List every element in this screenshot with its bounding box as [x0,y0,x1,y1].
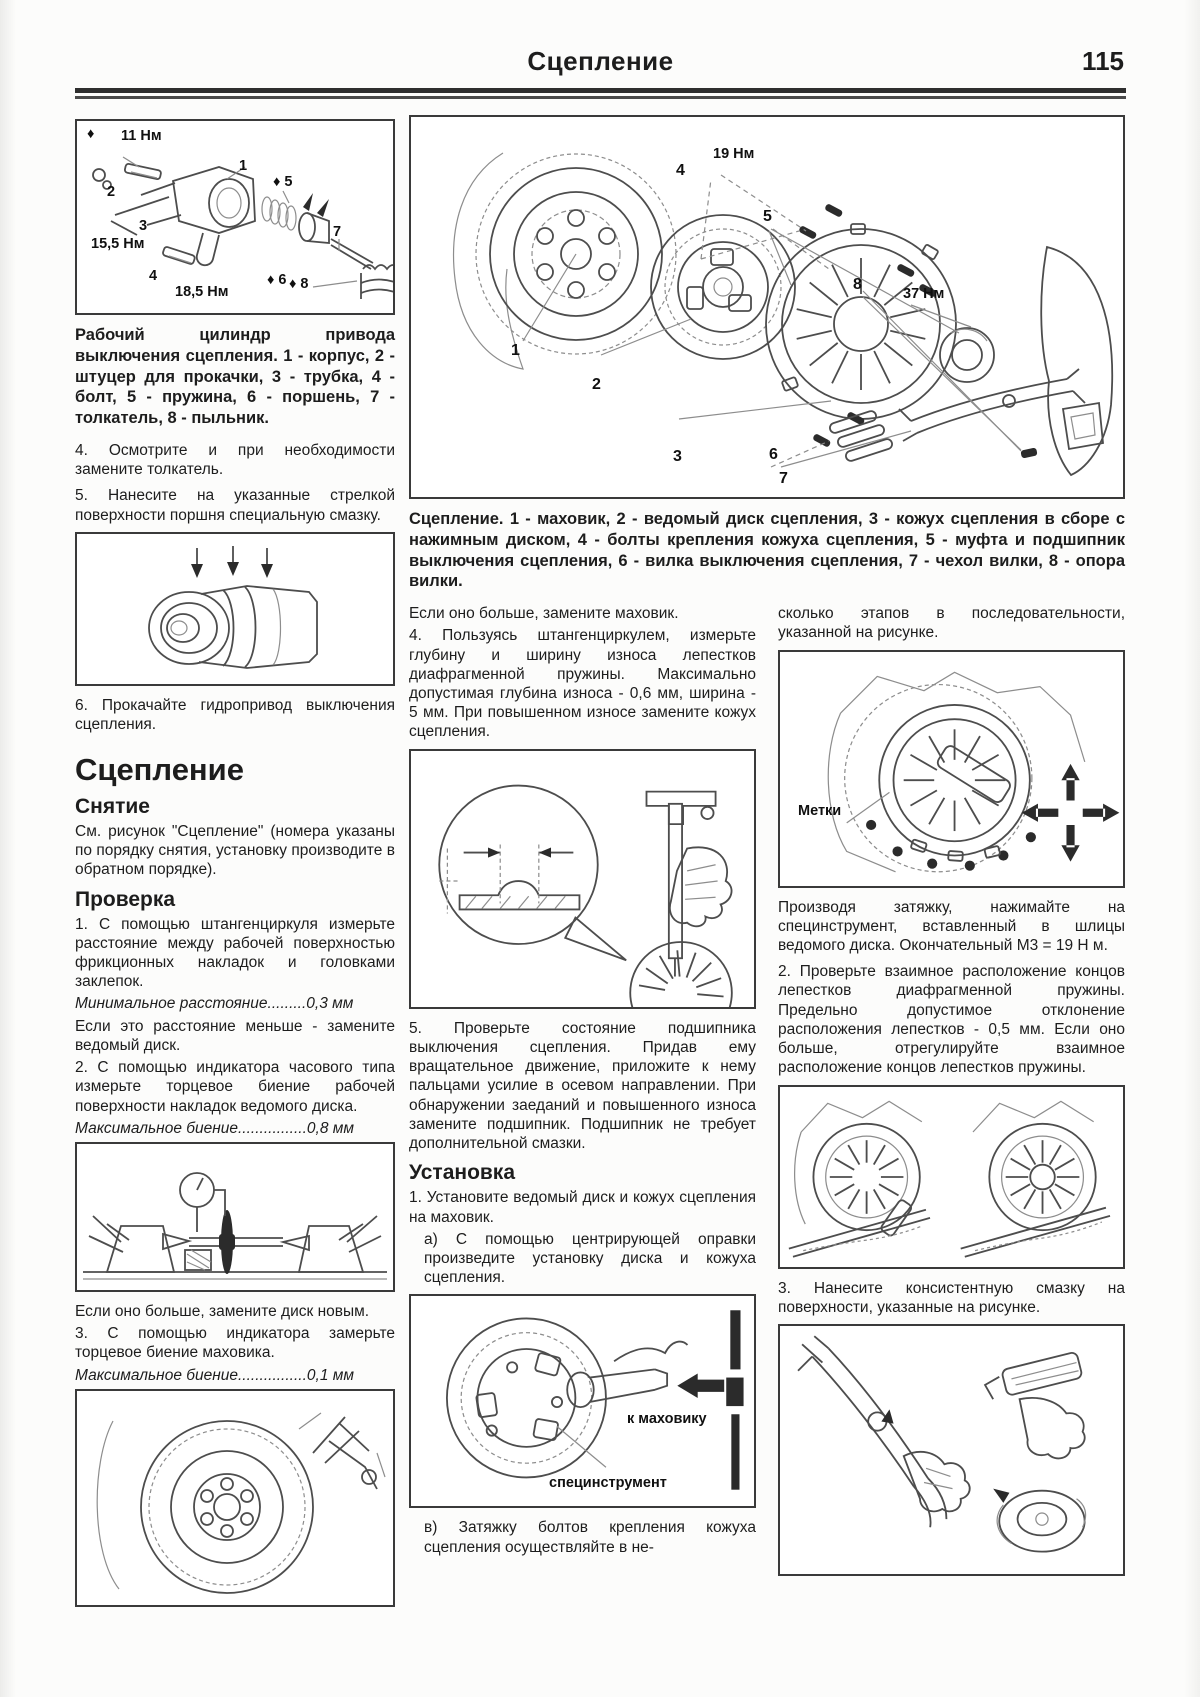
paragraph-check-3: 3. С помощью индикатора замерьте торцево… [75,1325,395,1362]
clutch-exploded-drawing [452,152,1114,477]
figure-centering-tool: к маховику специнструмент [409,1294,756,1509]
subsection-install: Установка [409,1161,515,1185]
exploded-label-6: 6 [769,446,778,463]
figure-label-11nm: 11 Нм [121,128,162,144]
exploded-label-2: 2 [592,376,601,393]
figure-clutch-exploded: 1 2 3 4 19 Нм 5 6 7 8 37 Нм [409,115,1125,499]
paragraph-tighten: Производя затяжку, нажимайте на специнст… [778,898,1125,954]
figure-caliper-spring-wear [409,748,756,1009]
tighten-marks-drawing [827,671,1120,872]
paragraph-step-5: 5. Нанесите на указанные стрелкой поверх… [75,487,395,524]
centering-tool-drawing [445,1310,744,1491]
figure-tighten-marks: Метки [778,649,1125,888]
figure-label-185nm: 18,5 Нм [175,284,229,300]
figure-label-6: ♦ 6 [267,272,287,288]
label-special-tool: специнструмент [549,1475,667,1492]
subsection-removal: Снятие [75,794,150,818]
adjust-fingers-drawing [788,1100,1111,1258]
right-area: 1 2 3 4 19 Нм 5 6 7 8 37 Нм Сцепление. 1… [409,115,1125,1617]
label-to-flywheel: к маховику [627,1411,707,1428]
figure-label-3: 3 [139,218,148,234]
runout-stand-drawing [83,1172,387,1280]
paragraph-step-4: 4. Осмотрите и при необходимости заменит… [75,441,395,479]
caption-working-cylinder: Рабочий цилиндр привода выключения сцепл… [75,326,395,428]
figure-label-4: 4 [149,268,158,284]
figure-label-1: 1 [239,158,248,174]
paragraph-install-1a: а) С помощью центрирующей оправки произв… [424,1230,756,1287]
paragraph-check-lepestki: 2. Проверьте взаимное расположение концо… [778,963,1125,1077]
subsection-check: Проверка [75,887,176,911]
paragraph-step-6: 6. Прокачайте гидропривод выключения сце… [75,696,395,733]
grease-points-drawing [797,1335,1087,1553]
exploded-label-37nm: 37 Нм [903,286,945,302]
header-rule [75,88,1126,99]
figure-label-7: 7 [333,224,342,240]
figure-working-cylinder: ♦ 11 Нм 1 2 3 15,5 Нм 4 18,5 Нм ♦ 5 ♦ 6 … [75,119,395,315]
paragraph-check-1b: Если это расстояние меньше - замените ве… [75,1017,395,1054]
paragraph-flywheel-replace: Если оно больше, замените маховик. [409,605,679,623]
figure-flywheel-runout [75,1388,395,1607]
paragraph-removal: См. рисунок "Сцепление" (номера указаны … [75,822,395,879]
paragraph-check-2: 2. С помощью индикатора часового типа из… [75,1059,395,1115]
caption-clutch-exploded: Сцепление. 1 - маховик, 2 - ведомый диск… [409,510,1125,591]
right-column: сколько этапов в последовательности, ука… [778,604,1125,1586]
paragraph-check-1: 1. С помощью штангенциркуля измерьте рас… [75,915,395,991]
paragraph-check-5: 5. Проверьте состояние подшипника выключ… [409,1019,756,1152]
paragraph-install-1v: в) Затяжку болтов крепления кожуха сцепл… [424,1519,756,1556]
section-title-clutch: Сцепление [75,752,244,788]
page-content: Сцепление 115 [75,46,1126,1617]
spec-runout-flywheel: Максимальное биение................0,1 м… [75,1366,354,1384]
figure-label-8: ♦ 8 [289,276,309,292]
left-column: ♦ 11 Нм 1 2 3 15,5 Нм 4 18,5 Нм ♦ 5 ♦ 6 … [75,115,395,1617]
lower-columns: Если оно больше, замените маховик. 4. По… [409,604,1125,1586]
figure-grease-points [778,1323,1125,1576]
paragraph-continuation: сколько этапов в последовательности, ука… [778,605,1125,642]
exploded-label-5: 5 [763,208,772,225]
middle-column: Если оно больше, замените маховик. 4. По… [409,604,756,1586]
spec-runout-disc: Максимальное биение................0,8 м… [75,1119,354,1137]
exploded-label-7: 7 [779,470,788,487]
figure-piston-grease [75,531,395,686]
paragraph-check-2b: Если оно больше, замените диск новым. [75,1303,370,1321]
label-marks: Метки [798,802,842,819]
page-header: Сцепление 115 [75,46,1126,86]
paragraph-check-4: 4. Пользуясь штангенциркулем, измерьте г… [409,627,756,741]
exploded-label-19nm: 19 Нм [713,146,755,162]
figure-label-diamond: ♦ [87,126,95,142]
figure-label-5: ♦ 5 [273,174,293,190]
paragraph-grease: 3. Нанесите консистентную смазку на пове… [778,1279,1125,1316]
figure-adjust-fingers [778,1084,1125,1269]
page-number: 115 [1082,46,1124,76]
exploded-label-1: 1 [511,342,520,359]
figure-label-2: 2 [107,184,116,200]
columns: ♦ 11 Нм 1 2 3 15,5 Нм 4 18,5 Нм ♦ 5 ♦ 6 … [75,115,1126,1617]
paragraph-install-1: 1. Установите ведомый диск и кожух сцепл… [409,1189,756,1226]
exploded-label-3: 3 [673,448,682,465]
exploded-label-8: 8 [853,276,862,293]
spec-min-distance: Минимальное расстояние.........0,3 мм [75,995,354,1013]
exploded-label-4: 4 [676,162,685,179]
page-title: Сцепление [527,46,674,76]
figure-disc-runout [75,1142,395,1293]
working-cylinder-drawing [92,156,393,299]
piston-drawing [148,545,318,669]
figure-label-155nm: 15,5 Нм [91,236,145,252]
caliper-drawing [438,784,733,1007]
flywheel-drawing [96,1412,386,1594]
